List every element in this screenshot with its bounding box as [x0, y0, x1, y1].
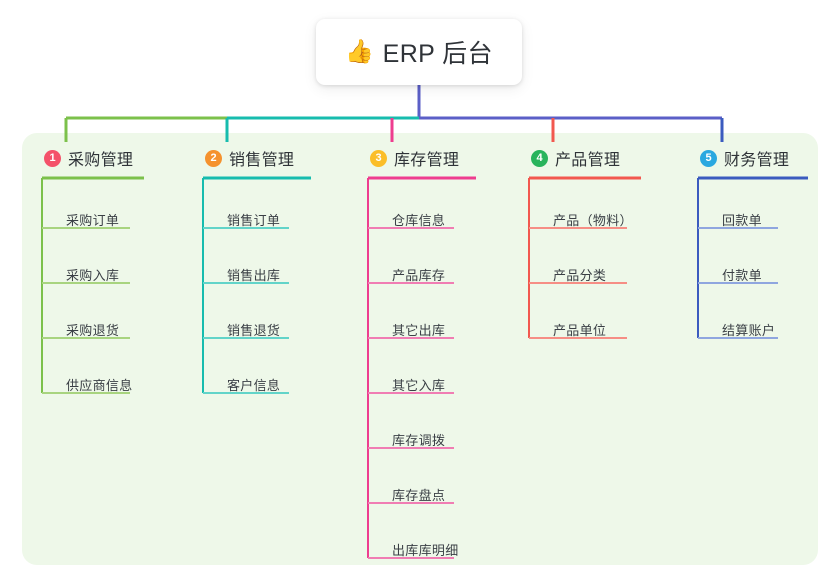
branch-badge-5: 5 [700, 149, 717, 167]
root-node-content: 👍 ERP 后台 [345, 34, 493, 70]
branch-item[interactable]: 库存盘点 [392, 488, 446, 503]
branch-header-4[interactable]: 4 产品管理 [531, 146, 620, 170]
branch-item[interactable]: 其它出库 [392, 323, 446, 338]
branch-column-2: 2 销售管理 [205, 146, 294, 170]
branch-column-4: 4 产品管理 [531, 146, 620, 170]
branch-title-2: 销售管理 [229, 152, 295, 169]
branch-item[interactable]: 库存调拨 [392, 433, 446, 448]
branch-title-3: 库存管理 [394, 152, 460, 169]
branch-item[interactable]: 销售出库 [227, 268, 281, 283]
branch-header-5[interactable]: 5 财务管理 [700, 146, 789, 170]
branch-item[interactable]: 采购入库 [66, 268, 120, 283]
branch-item[interactable]: 回款单 [722, 213, 762, 228]
branch-item[interactable]: 产品单位 [553, 323, 607, 338]
branch-item[interactable]: 采购退货 [66, 323, 120, 338]
branch-title-1: 采购管理 [68, 152, 134, 169]
branch-badge-2: 2 [205, 149, 222, 167]
branch-column-5: 5 财务管理 [700, 146, 789, 170]
root-node-title: ERP 后台 [382, 40, 493, 68]
branch-column-3: 3 库存管理 [370, 146, 459, 170]
branch-item[interactable]: 供应商信息 [66, 378, 133, 393]
branch-badge-3: 3 [370, 149, 387, 167]
branch-item[interactable]: 出库库明细 [392, 543, 459, 558]
branch-item[interactable]: 付款单 [722, 268, 762, 283]
branch-badge-4: 4 [531, 149, 548, 167]
branch-header-1[interactable]: 1 采购管理 [44, 146, 133, 170]
branch-header-3[interactable]: 3 库存管理 [370, 146, 459, 170]
thumbs-up-icon: 👍 [345, 38, 374, 65]
branches-panel [22, 133, 818, 565]
root-node[interactable]: 👍 ERP 后台 [316, 19, 522, 85]
branch-item[interactable]: 产品分类 [553, 268, 607, 283]
branch-item[interactable]: 客户信息 [227, 378, 281, 393]
branch-item[interactable]: 其它入库 [392, 378, 446, 393]
branch-item[interactable]: 销售订单 [227, 213, 281, 228]
branch-title-5: 财务管理 [724, 152, 790, 169]
branch-title-4: 产品管理 [555, 152, 621, 169]
branch-badge-1: 1 [44, 149, 61, 167]
branch-item[interactable]: 采购订单 [66, 213, 120, 228]
branch-item[interactable]: 产品（物料） [553, 213, 633, 228]
branch-item[interactable]: 仓库信息 [392, 213, 446, 228]
branch-column-1: 1 采购管理 [44, 146, 133, 170]
branch-item[interactable]: 销售退货 [227, 323, 281, 338]
branch-item[interactable]: 产品库存 [392, 268, 446, 283]
branch-header-2[interactable]: 2 销售管理 [205, 146, 294, 170]
branch-item[interactable]: 结算账户 [722, 323, 776, 338]
